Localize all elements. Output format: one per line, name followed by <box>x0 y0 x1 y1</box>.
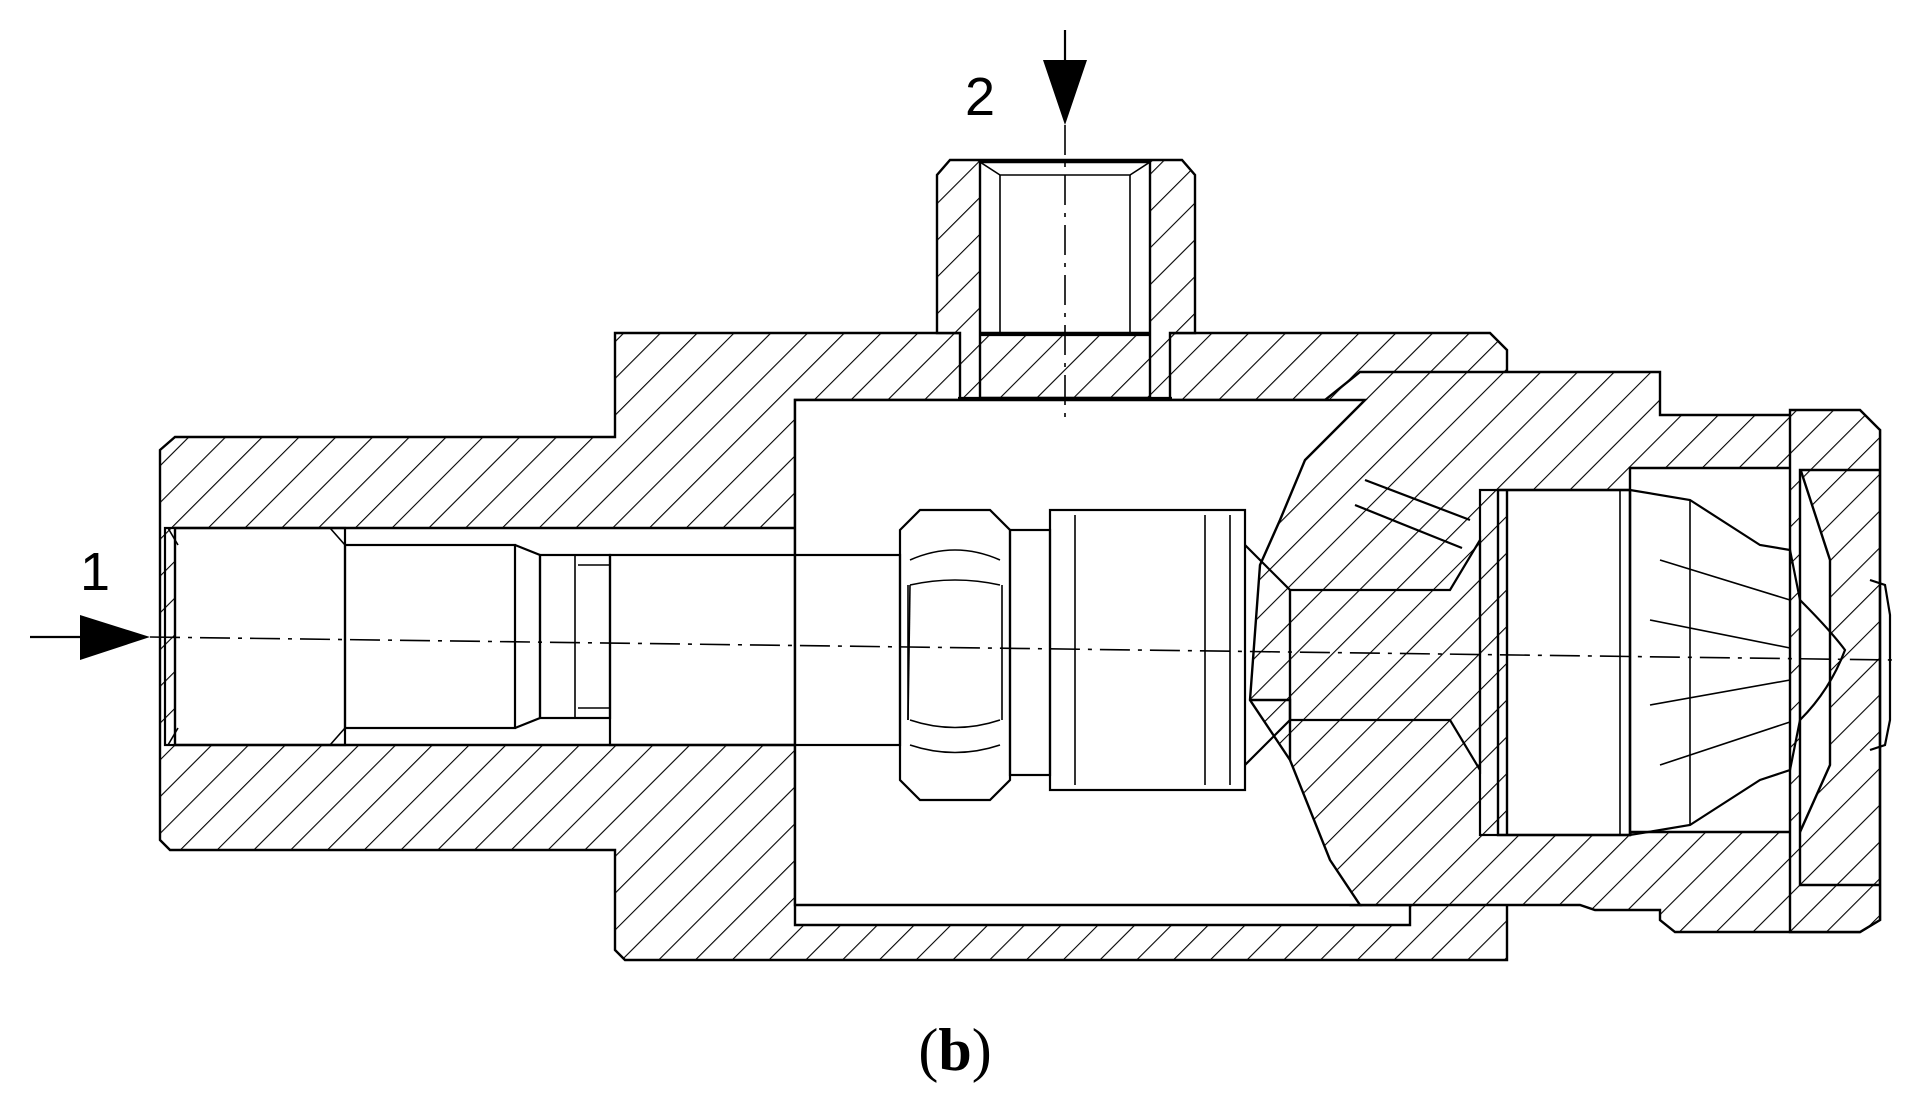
label-inlet-1: 1 <box>80 542 110 602</box>
end-nut-section <box>1788 408 1882 934</box>
nozzle-insert-section <box>1234 370 1882 934</box>
flow-arrow-1 <box>30 615 150 660</box>
mixing-chamber <box>793 398 1368 907</box>
inlet-bore <box>163 526 612 747</box>
horizontal-axis-line <box>149 636 1896 661</box>
union-body <box>1008 508 1292 792</box>
hex-nut <box>898 508 1012 802</box>
caption-open-paren: ( <box>918 1017 938 1083</box>
caption-close-paren: ) <box>972 1017 992 1083</box>
nozzle-cone <box>1478 488 1892 837</box>
caption-letter: b <box>938 1017 971 1083</box>
figure-caption: (b) <box>918 1017 991 1083</box>
label-inlet-2: 2 <box>965 67 995 127</box>
flow-arrow-2 <box>1043 30 1087 125</box>
